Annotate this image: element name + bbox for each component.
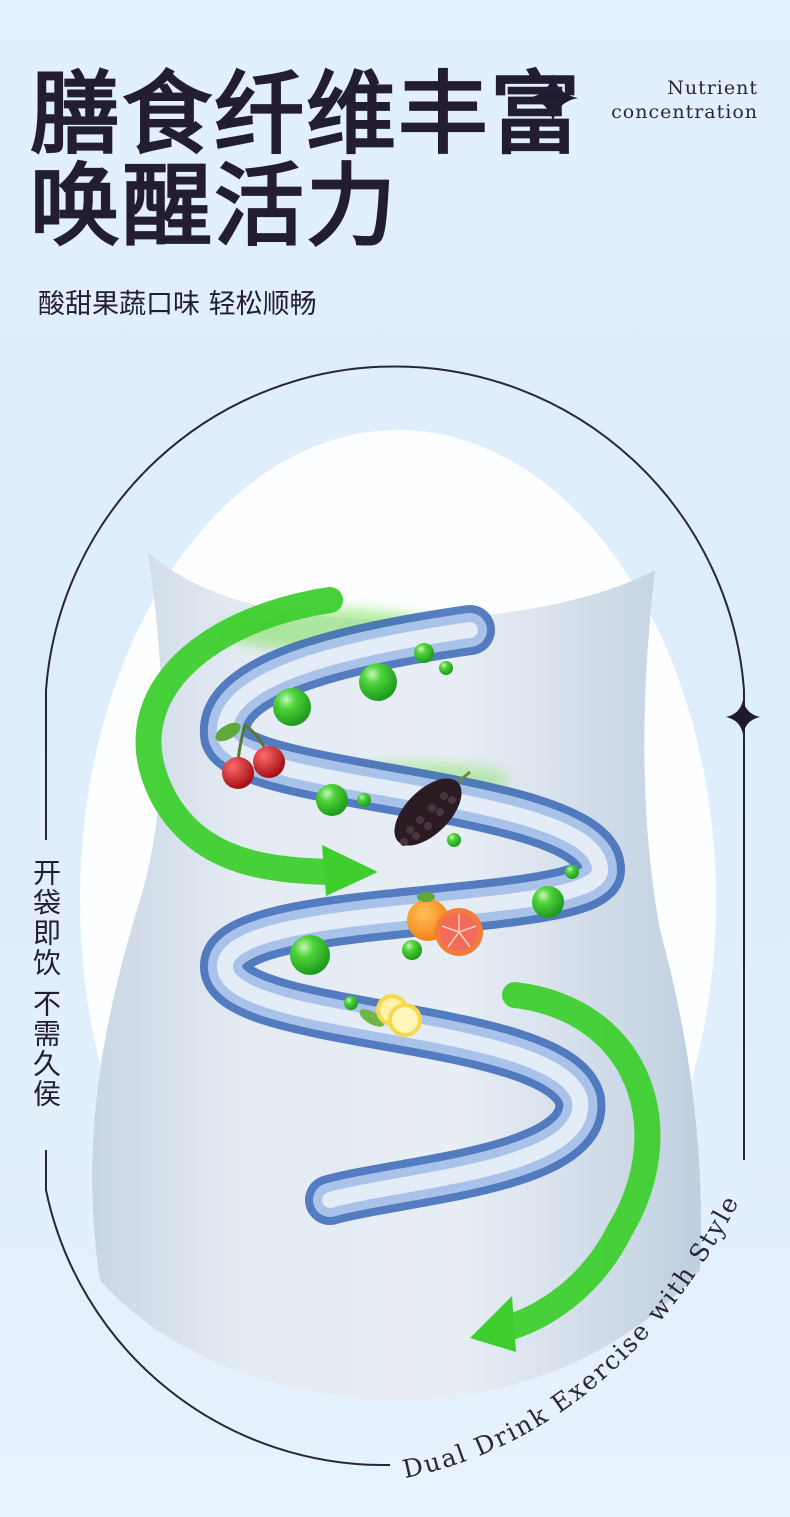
nutrient-badge-line-2: concentration xyxy=(611,101,758,123)
bubble xyxy=(290,935,330,975)
cherry-icon xyxy=(215,722,285,789)
headline-line-1: 膳食纤维丰富 xyxy=(30,62,582,167)
bubble xyxy=(359,663,397,701)
bubble xyxy=(357,793,371,807)
sparkle-icon xyxy=(726,700,760,734)
bubble xyxy=(532,886,564,918)
bubble xyxy=(565,865,579,879)
mulberry-icon xyxy=(394,770,471,846)
bubble xyxy=(273,688,311,726)
headline-line-2: 唤醒活力 xyxy=(30,154,398,259)
arrow-icon xyxy=(470,982,661,1352)
lemon-icon xyxy=(359,994,422,1037)
bubble xyxy=(414,643,434,663)
subtitle: 酸甜果蔬口味 轻松顺畅 xyxy=(38,289,317,320)
bubble xyxy=(344,996,358,1010)
bubble xyxy=(439,661,453,675)
vertical-caption: 开袋即饮 不需久侯 xyxy=(29,858,62,1109)
arrow-icon xyxy=(135,587,378,896)
bubble xyxy=(316,784,348,816)
nutrient-badge-line-1: Nutrient xyxy=(667,77,758,99)
bubble xyxy=(402,940,422,960)
sparkle-icon xyxy=(528,74,578,122)
frame-outline xyxy=(45,365,745,1467)
nutrient-badge: Nutrient concentration xyxy=(611,76,758,124)
grapefruit-icon xyxy=(407,892,483,956)
bubble xyxy=(447,833,461,847)
fiber-bubbles xyxy=(273,643,579,1010)
